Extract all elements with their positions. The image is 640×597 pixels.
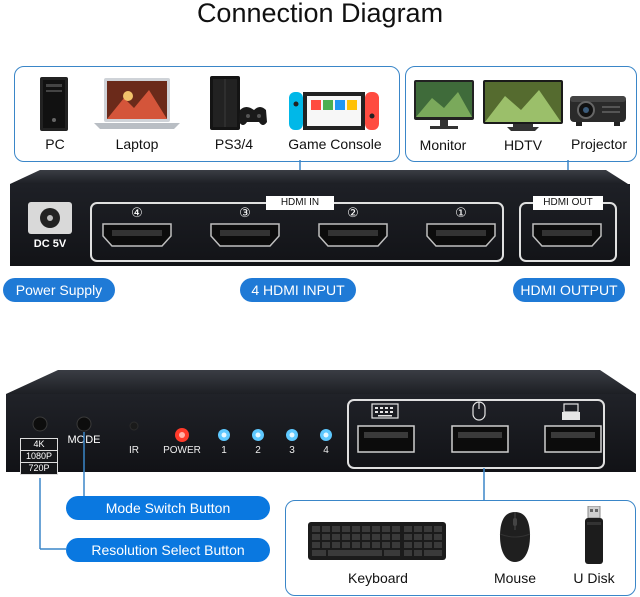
tv-icon xyxy=(483,80,563,131)
hdmi-output-callout: HDMI OUTPUT xyxy=(513,278,625,302)
led-label-2: 2 xyxy=(255,445,261,456)
switch-rear-panel xyxy=(10,170,630,266)
game-console-icon xyxy=(210,76,267,130)
usb-drive-icon xyxy=(585,506,603,564)
diagram-title: Connection Diagram xyxy=(196,0,444,28)
peripheral-label-u-disk: U Disk xyxy=(573,570,615,586)
device-label-monitor: Monitor xyxy=(419,137,467,153)
switch-front-panel xyxy=(6,370,636,472)
port-number-2: ② xyxy=(347,205,359,220)
resolution-1080p: 1080P xyxy=(21,451,57,463)
hdmi-in-label: HDMI IN xyxy=(266,196,334,210)
port-number-3: ③ xyxy=(239,205,251,220)
mouse-icon xyxy=(499,512,531,562)
resolution-4k: 4K xyxy=(21,439,57,451)
hdmi-input-callout: 4 HDMI INPUT xyxy=(240,278,356,302)
device-label-ps: PS3/4 xyxy=(214,136,254,152)
led-label-3: 3 xyxy=(289,445,295,456)
laptop-icon xyxy=(94,78,180,129)
device-label-laptop: Laptop xyxy=(115,136,159,152)
led-label-1: 1 xyxy=(221,445,227,456)
keyboard-icon xyxy=(308,522,446,560)
hdmi-out-label: HDMI OUT xyxy=(533,196,603,210)
peripheral-label-mouse: Mouse xyxy=(493,570,537,586)
device-label-pc: PC xyxy=(45,136,65,152)
port-number-1: ① xyxy=(455,205,467,220)
ir-label: IR xyxy=(129,445,139,456)
projector-icon xyxy=(570,96,626,126)
resolution-select-callout: Resolution Select Button xyxy=(66,538,270,562)
resolution-720p: 720P xyxy=(28,463,50,473)
resolution-badge: 4K 1080P 720P xyxy=(20,438,58,475)
port-number-4: ④ xyxy=(131,205,143,220)
handheld-console-icon xyxy=(289,92,379,130)
led-label-4: 4 xyxy=(323,445,329,456)
dc-5v-label: DC 5V xyxy=(33,238,67,250)
power-label: POWER xyxy=(163,445,201,456)
power-supply-callout: Power Supply xyxy=(3,278,115,302)
device-label-projector: Projector xyxy=(570,136,628,152)
mode-switch-callout: Mode Switch Button xyxy=(66,496,270,520)
peripheral-label-keyboard: Keyboard xyxy=(348,570,408,586)
pc-tower-icon xyxy=(40,77,68,131)
monitor-icon xyxy=(414,80,474,129)
device-label-game-console: Game Console xyxy=(288,136,382,152)
device-label-hdtv: HDTV xyxy=(503,137,543,153)
